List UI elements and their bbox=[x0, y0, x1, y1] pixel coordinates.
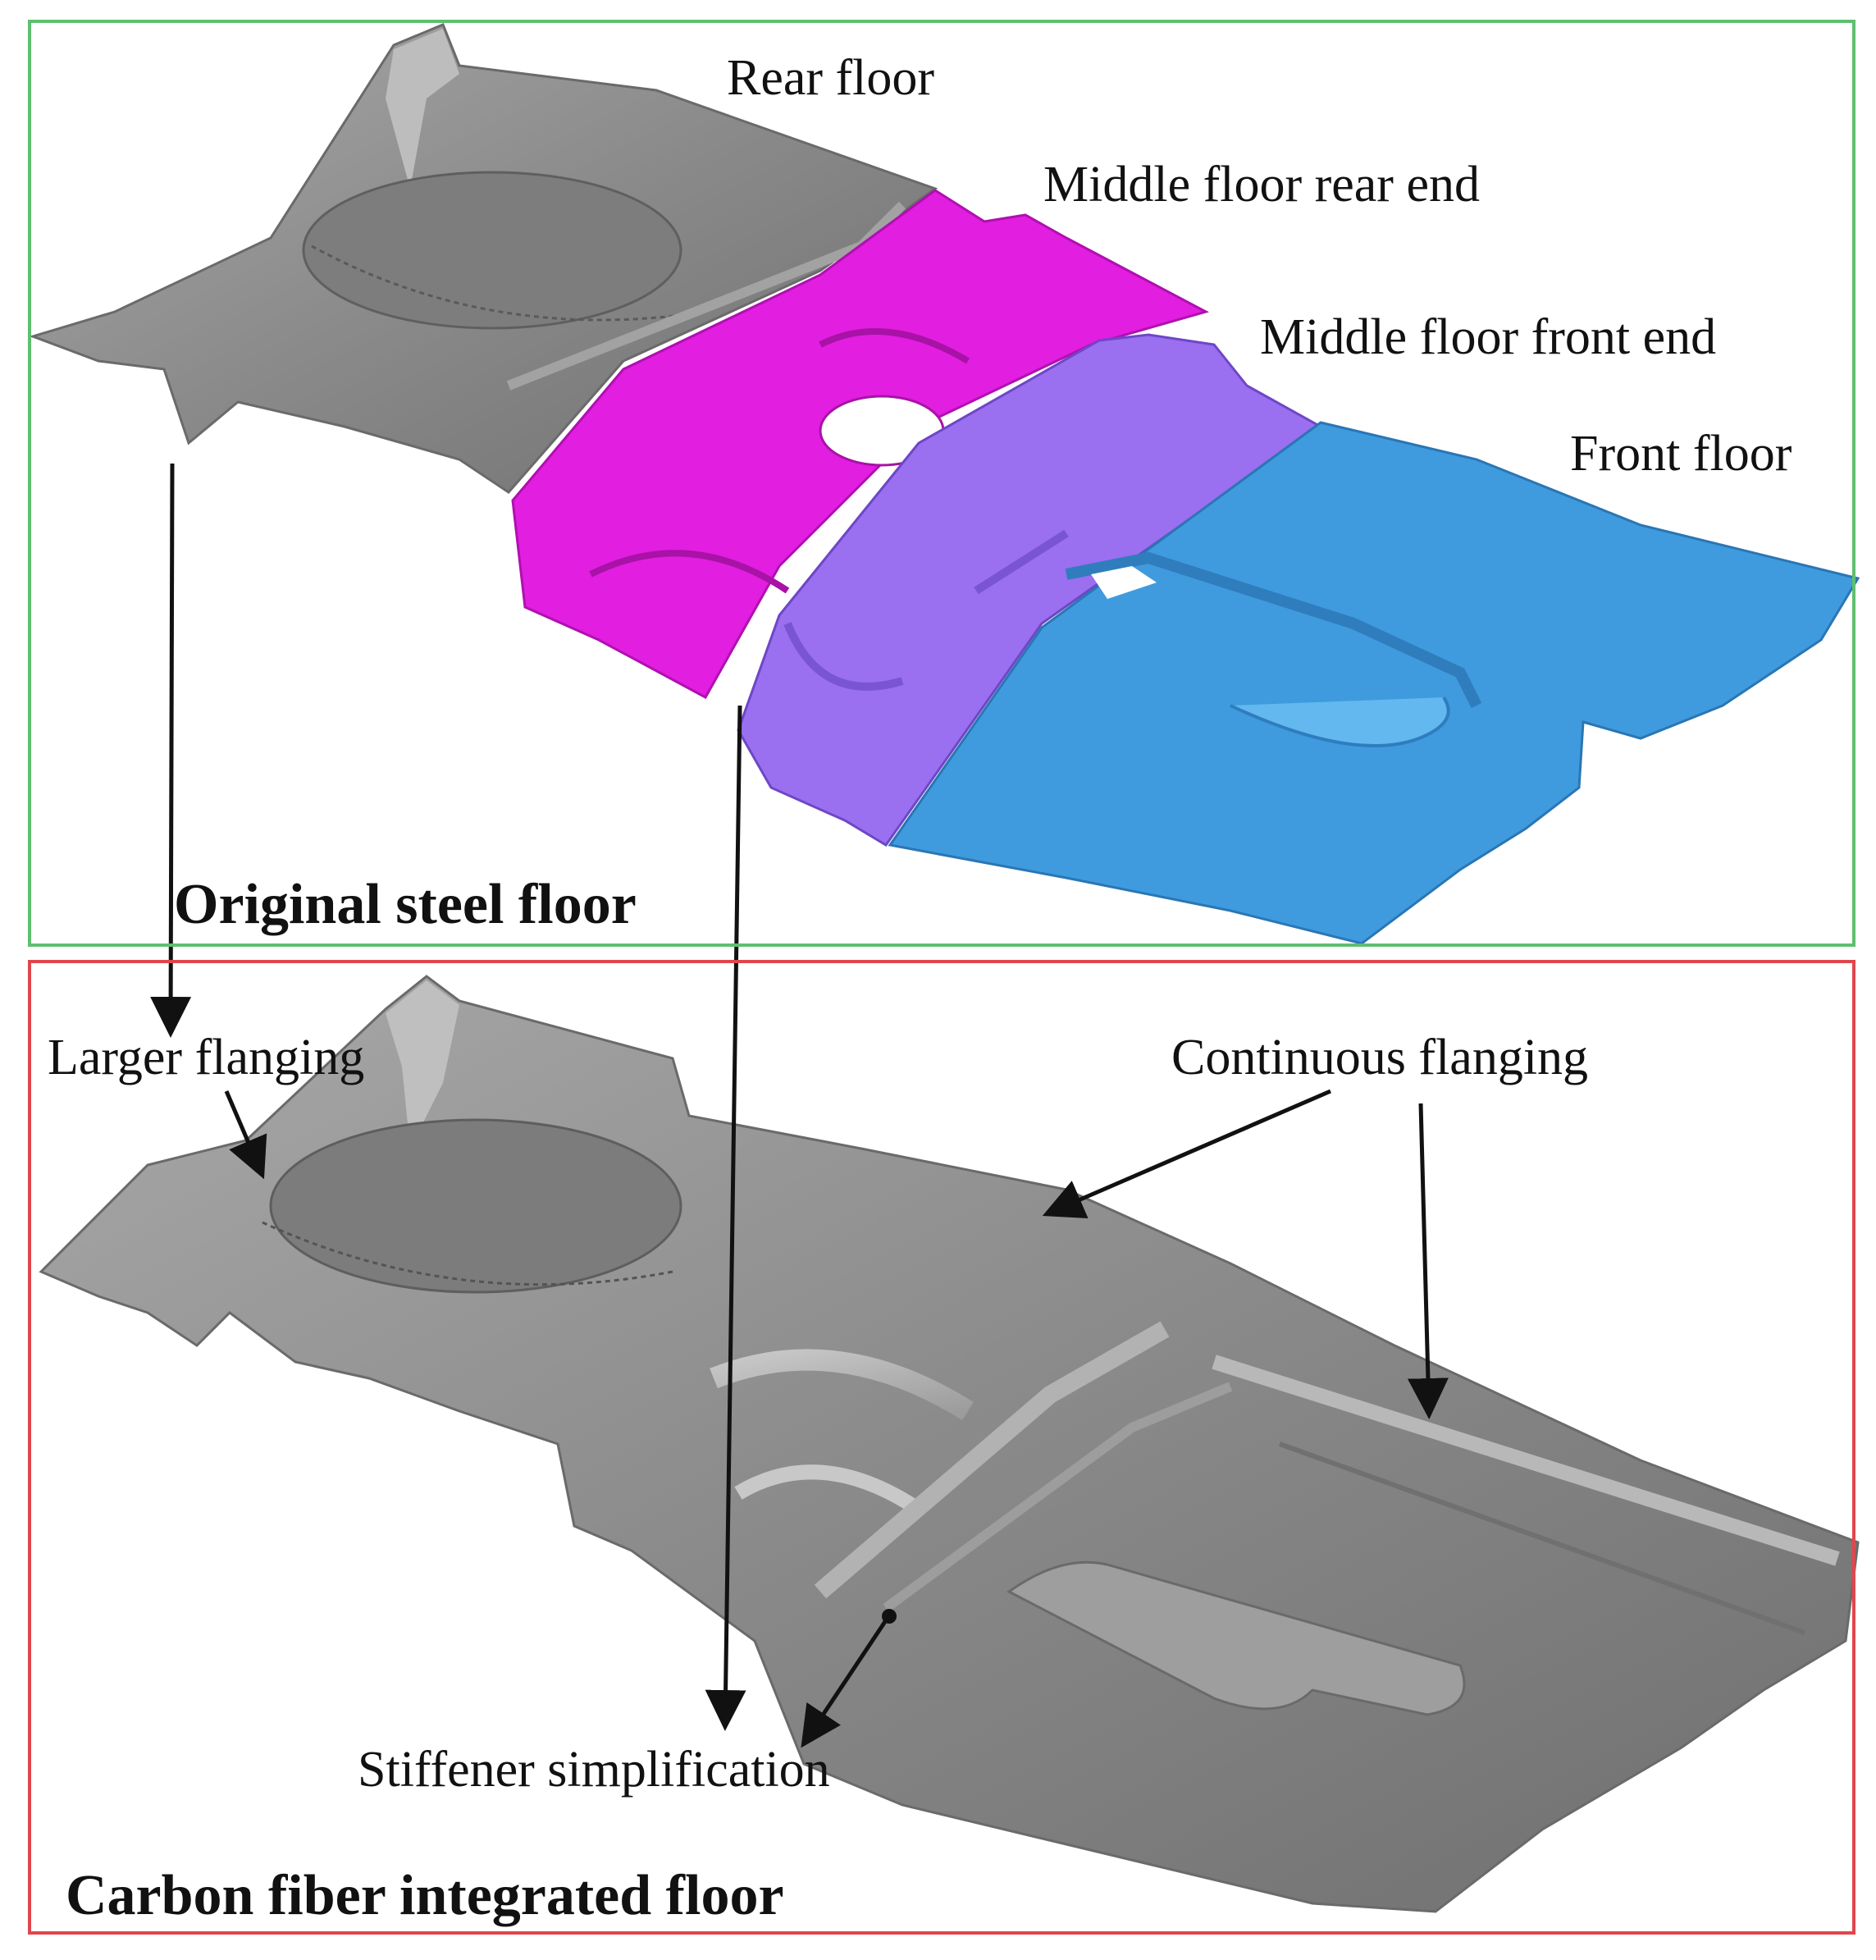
arrow-stiffener-link bbox=[705, 705, 746, 1731]
carbon-fiber-floor-model bbox=[39, 975, 1860, 1913]
stiffener-simplification-label: Stiffener simplification bbox=[358, 1742, 830, 1798]
front-floor-label: Front floor bbox=[1570, 426, 1792, 482]
callout-arrows bbox=[150, 463, 1449, 1748]
original-steel-floor-panel bbox=[28, 20, 1855, 947]
middle-floor-front-end-label: Middle floor front end bbox=[1260, 309, 1717, 365]
continuous-flanging-label: Continuous flanging bbox=[1171, 1030, 1589, 1085]
front-floor-part bbox=[888, 421, 1860, 945]
larger-flanging-label: Larger flanging bbox=[48, 1030, 365, 1085]
original-steel-floor-title: Original steel floor bbox=[174, 873, 637, 936]
arrow-continuous-flanging-left bbox=[1042, 1089, 1331, 1219]
arrow-larger-flanging bbox=[224, 1090, 267, 1180]
steel-floor-model bbox=[29, 23, 1860, 945]
arrow-stiffener-simplification bbox=[801, 1616, 890, 1748]
rear-floor-label: Rear floor bbox=[727, 50, 935, 106]
arrow-continuous-flanging-right bbox=[1407, 1103, 1449, 1419]
carbon-fiber-floor-panel bbox=[28, 960, 1855, 1935]
arrow-larger-flanging-link bbox=[150, 463, 192, 1038]
middle-floor-rear-end-label: Middle floor rear end bbox=[1043, 157, 1480, 212]
middle-floor-front-part bbox=[737, 333, 1323, 848]
carbon-fiber-integrated-floor-title: Carbon fiber integrated floor bbox=[66, 1864, 784, 1927]
stiffener-marker-dot bbox=[882, 1609, 897, 1624]
